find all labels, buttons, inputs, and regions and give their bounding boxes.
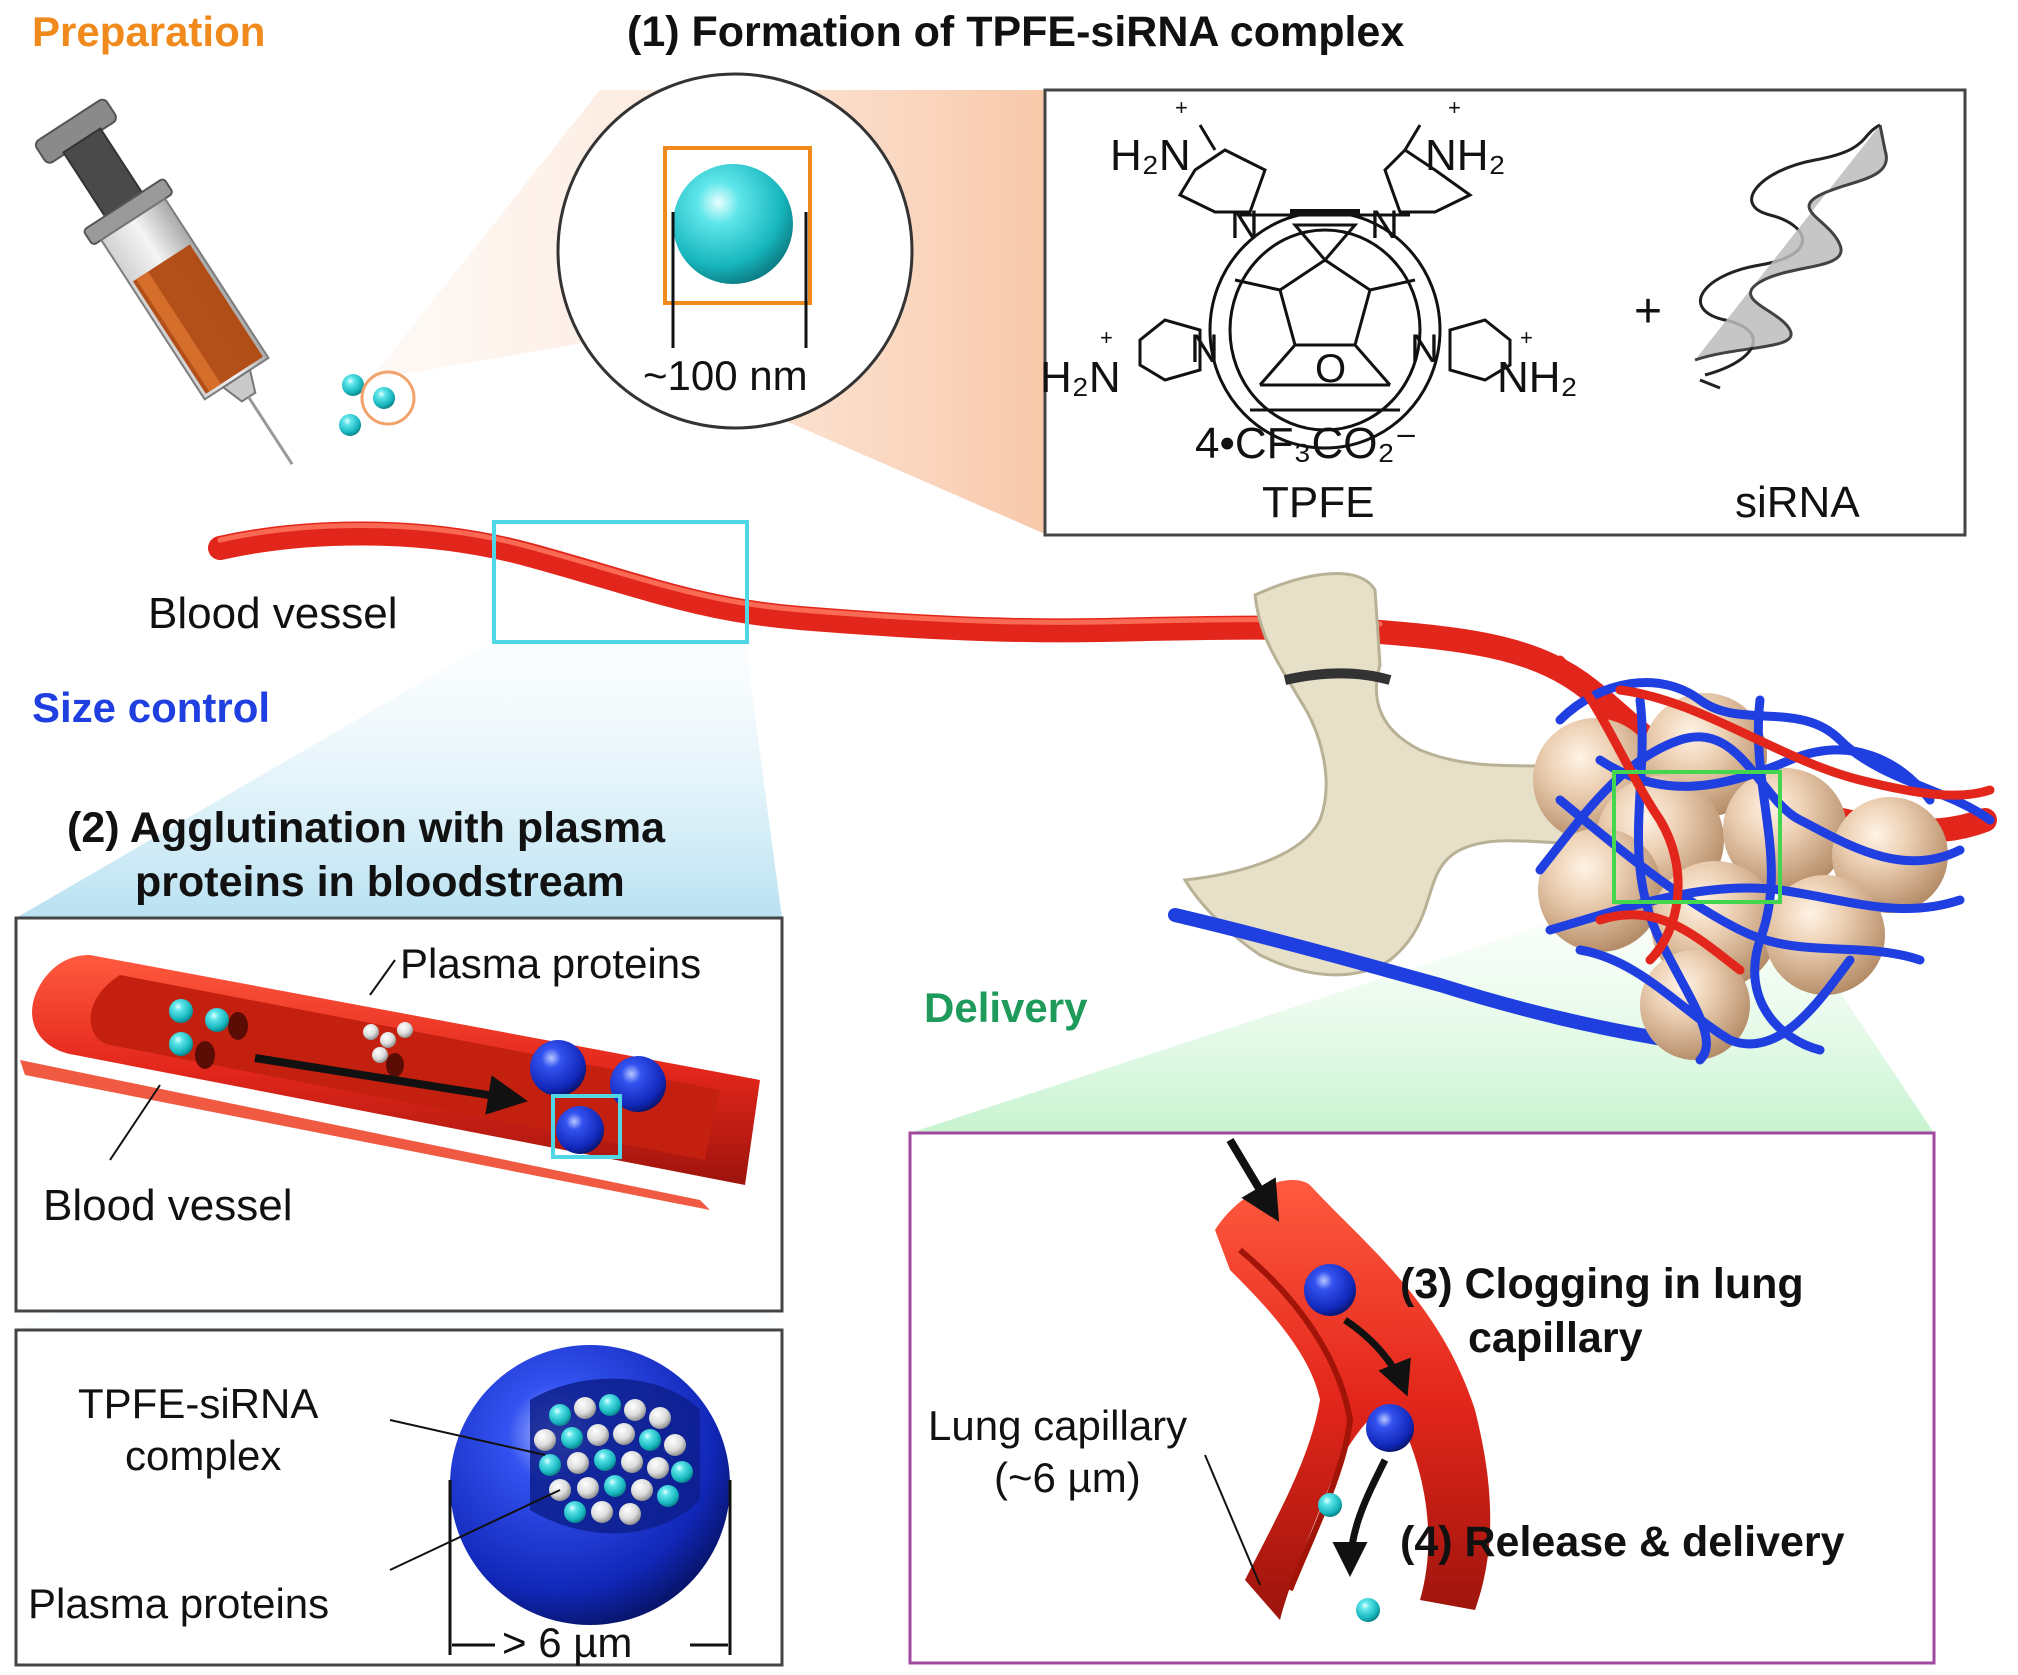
lower-blue-vessel <box>1168 908 1707 1052</box>
chem-n-atom-4: N <box>1410 327 1439 371</box>
label-plasma-proteins-tube: Plasma proteins <box>400 940 701 987</box>
section-title-preparation: Preparation <box>32 8 265 55</box>
chem-plus-sign: + <box>1634 285 1662 338</box>
step1-title: (1) Formation of TPFE-siRNA complex <box>627 8 1404 56</box>
chem-nh2-bottom-right: NH₂ <box>1497 353 1578 402</box>
label-blood-vessel-tube: Blood vessel <box>43 1181 292 1230</box>
nanoparticle-frame <box>663 146 812 305</box>
aggregate-contents <box>534 1394 693 1525</box>
step3-title-line1: (3) Clogging in lung <box>1400 1260 1804 1308</box>
chem-n-atom-3: N <box>1190 327 1219 371</box>
small-zoom-circle <box>360 370 416 426</box>
label-blood-vessel-main: Blood vessel <box>148 589 397 638</box>
chem-charge-bottom-right: + <box>1520 325 1533 350</box>
tube-cyan-particles <box>169 999 229 1056</box>
nanoparticle <box>339 414 361 436</box>
chem-counterion: 4•CF₃CO₂⁻ <box>1195 419 1418 468</box>
chem-charge-top-left: + <box>1175 95 1188 120</box>
aggregate-sphere <box>450 1345 730 1625</box>
label-lung-capillary-line2: (~6 µm) <box>994 1454 1141 1501</box>
aggregate-in-capillary-2 <box>1366 1404 1414 1452</box>
released-particle-2 <box>1356 1598 1380 1622</box>
chem-tpfe-label: TPFE <box>1262 478 1374 527</box>
trachea <box>1182 572 1602 977</box>
aggregate-zoom-box <box>551 1094 622 1159</box>
chem-n-atom-1: N <box>1230 203 1259 247</box>
chem-h2n-bottom-left: H₂N <box>1040 353 1121 402</box>
released-particle-1 <box>1318 1493 1342 1517</box>
nanoparticle-large <box>673 164 793 284</box>
chem-n-atom-2: N <box>1370 203 1399 247</box>
lung-capillary-tube <box>1215 1180 1491 1620</box>
blue-zoom-fan-1 <box>16 641 782 918</box>
nanoparticles-small <box>339 374 395 436</box>
chem-charge-bottom-left: + <box>1100 325 1113 350</box>
label-size-100nm: ~100 nm <box>643 352 808 399</box>
nanoparticle <box>342 374 364 396</box>
section-title-delivery: Delivery <box>924 984 1088 1031</box>
aggregate-in-capillary-1 <box>1304 1264 1356 1316</box>
label-tpfe-sirna-line1: TPFE-siRNA <box>78 1380 318 1427</box>
nanoparticle <box>373 387 395 409</box>
flow-arrow-entry <box>1226 1137 1280 1222</box>
chem-charge-top-right: + <box>1448 95 1461 120</box>
flow-arrow-release <box>1332 1458 1389 1577</box>
lung-zoom-box <box>1612 770 1782 904</box>
step2-title-line1: (2) Agglutination with plasma <box>67 804 666 852</box>
size-bracket-6um <box>448 1480 732 1655</box>
chemistry-panel <box>1043 88 1967 537</box>
label-plasma-proteins-sphere: Plasma proteins <box>28 1580 329 1627</box>
blood-vessel-zoom-box <box>492 520 749 644</box>
chem-h2n-top-left: H₂N <box>1110 131 1191 180</box>
sirna-helix-icon <box>1694 123 1888 390</box>
step4-title: (4) Release & delivery <box>1400 1518 1845 1566</box>
chem-nh2-top-right: NH₂ <box>1425 131 1506 180</box>
label-size-6um: > 6 µm <box>502 1619 632 1666</box>
size-bracket-100nm <box>671 212 808 348</box>
flow-arrow-mid <box>1343 1317 1411 1397</box>
chem-o-atom: O <box>1315 347 1346 391</box>
lung-illustration <box>1168 572 1995 1065</box>
tube-blue-aggregates <box>530 1040 666 1154</box>
step3-title-line2: capillary <box>1468 1314 1643 1362</box>
label-lung-capillary-line1: Lung capillary <box>928 1402 1187 1449</box>
tube-plasma-proteins <box>363 1022 413 1063</box>
tpfe-molecule-structure <box>1138 124 1512 450</box>
label-tpfe-sirna-line2: complex <box>125 1432 281 1479</box>
chem-sirna-label: siRNA <box>1735 478 1860 527</box>
step2-title-line2: proteins in bloodstream <box>135 858 625 906</box>
flow-arrow-tube <box>254 1054 528 1115</box>
section-title-size-control: Size control <box>32 684 270 731</box>
red-capillary-network <box>1555 655 1995 975</box>
syringe-illustration <box>34 98 294 466</box>
